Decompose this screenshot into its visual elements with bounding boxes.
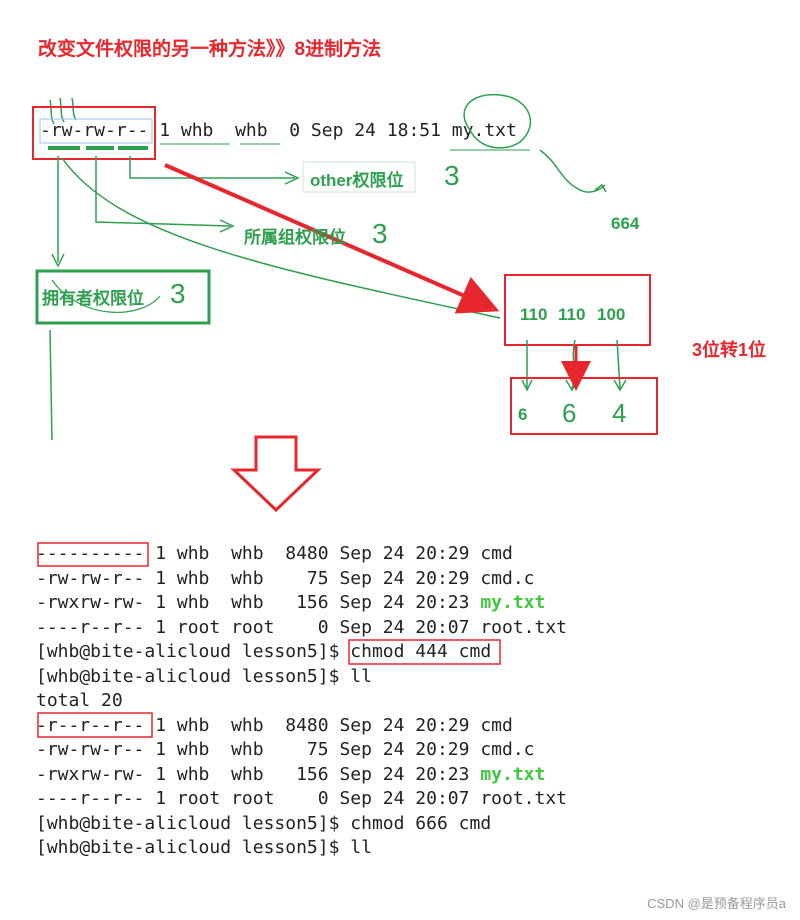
watermark: CSDN @是预备程序员a	[647, 896, 786, 911]
file-name: cmd.c	[480, 739, 535, 760]
terminal-line: total 20	[36, 689, 567, 714]
convert-label: 3位转1位	[692, 340, 767, 360]
perm-cell: ----------	[36, 543, 145, 564]
shell-command: ll	[350, 665, 372, 687]
shell-prompt: [whb@bite-alicloud lesson5]$	[36, 665, 351, 687]
perm-cell: -rw-rw-r--	[36, 739, 145, 760]
terminal-line: -rwxrw-rw- 1 whb whb 156 Sep 24 20:23 my…	[36, 763, 567, 788]
perm-cell: ----r--r--	[36, 616, 145, 638]
details-cell: 1 whb whb 75 Sep 24 20:29	[144, 739, 481, 760]
mark-three: 3	[372, 218, 388, 249]
total-line: total 20	[36, 690, 123, 711]
shell-prompt: [whb@bite-alicloud lesson5]$	[36, 812, 351, 834]
owner-label: 拥有者权限位	[42, 289, 144, 308]
file-name: cmd.c	[480, 567, 535, 589]
mark-three: 3	[170, 278, 186, 309]
terminal-line: [whb@bite-alicloud lesson5]$ ll	[36, 665, 567, 690]
perm-cell: -rwxrw-rw-	[36, 763, 145, 785]
terminal-output: ---------- 1 whb whb 8480 Sep 24 20:29 c…	[36, 542, 567, 861]
shell-command: ll	[350, 837, 372, 858]
details-cell: 1 root root 0 Sep 24 20:07	[144, 616, 481, 638]
perm-cell: -rwxrw-rw-	[36, 592, 145, 613]
details-cell: 1 root root 0 Sep 24 20:07	[144, 788, 481, 809]
permission-string: -rw-rw-r--	[40, 120, 149, 141]
terminal-line: [whb@bite-alicloud lesson5]$ chmod 444 c…	[36, 640, 567, 665]
mark-three: 3	[444, 160, 460, 191]
terminal-line: -rw-rw-r-- 1 whb whb 75 Sep 24 20:29 cmd…	[36, 738, 567, 763]
details-cell: 1 whb whb 156 Sep 24 20:23	[144, 592, 481, 613]
file-name: my.txt	[480, 592, 546, 613]
page-title: 改变文件权限的另一种方法》》8进制方法	[38, 39, 382, 60]
owner-box	[35, 269, 211, 325]
terminal-line: ----r--r-- 1 root root 0 Sep 24 20:07 ro…	[36, 616, 567, 641]
shell-prompt: [whb@bite-alicloud lesson5]$	[36, 641, 351, 662]
group-label: 所属组权限位	[244, 228, 346, 247]
octal-digit: 6	[518, 405, 528, 424]
file-name: root.txt	[480, 616, 568, 638]
file-name: my.txt	[480, 763, 546, 785]
file-name: root.txt	[480, 788, 568, 809]
perm-cell: ----r--r--	[36, 788, 145, 809]
down-arrow	[230, 435, 322, 513]
octal-digit: 4	[612, 398, 627, 428]
perm-cell: -r--r--r--	[36, 714, 145, 736]
digits-box	[510, 377, 658, 435]
perm-cell: -rw-rw-r--	[36, 567, 145, 589]
shell-command: chmod 444 cmd	[350, 641, 492, 662]
octal-digit: 6	[562, 398, 577, 428]
terminal-line: [whb@bite-alicloud lesson5]$ ll	[36, 836, 567, 861]
other-label: other权限位	[310, 171, 404, 190]
terminal-line: -r--r--r-- 1 whb whb 8480 Sep 24 20:29 c…	[36, 714, 567, 739]
details-cell: 1 whb whb 156 Sep 24 20:23	[144, 763, 481, 785]
file-name: cmd	[480, 543, 513, 564]
perm-highlight-box	[32, 106, 156, 160]
terminal-line: ---------- 1 whb whb 8480 Sep 24 20:29 c…	[36, 542, 567, 567]
file-name: cmd	[480, 714, 513, 736]
shell-prompt: [whb@bite-alicloud lesson5]$	[36, 837, 351, 858]
terminal-line: -rw-rw-r-- 1 whb whb 75 Sep 24 20:29 cmd…	[36, 567, 567, 592]
octal-value: 664	[611, 214, 640, 233]
details-cell: 1 whb whb 75 Sep 24 20:29	[144, 567, 481, 589]
details-cell: 1 whb whb 8480 Sep 24 20:29	[144, 543, 481, 564]
binary-group: 110	[520, 305, 548, 324]
binary-group: 110	[558, 305, 586, 324]
terminal-line: [whb@bite-alicloud lesson5]$ chmod 666 c…	[36, 812, 567, 837]
binary-group: 100	[597, 305, 626, 324]
terminal-line: ----r--r-- 1 root root 0 Sep 24 20:07 ro…	[36, 787, 567, 812]
file-listing-line: -rw-rw-r-- 1 whb whb 0 Sep 24 18:51 my.t…	[40, 120, 517, 141]
file-details: 1 whb whb 0 Sep 24 18:51 my.txt	[148, 120, 517, 141]
shell-command: chmod 666 cmd	[350, 812, 492, 834]
terminal-line: -rwxrw-rw- 1 whb whb 156 Sep 24 20:23 my…	[36, 591, 567, 616]
details-cell: 1 whb whb 8480 Sep 24 20:29	[144, 714, 481, 736]
